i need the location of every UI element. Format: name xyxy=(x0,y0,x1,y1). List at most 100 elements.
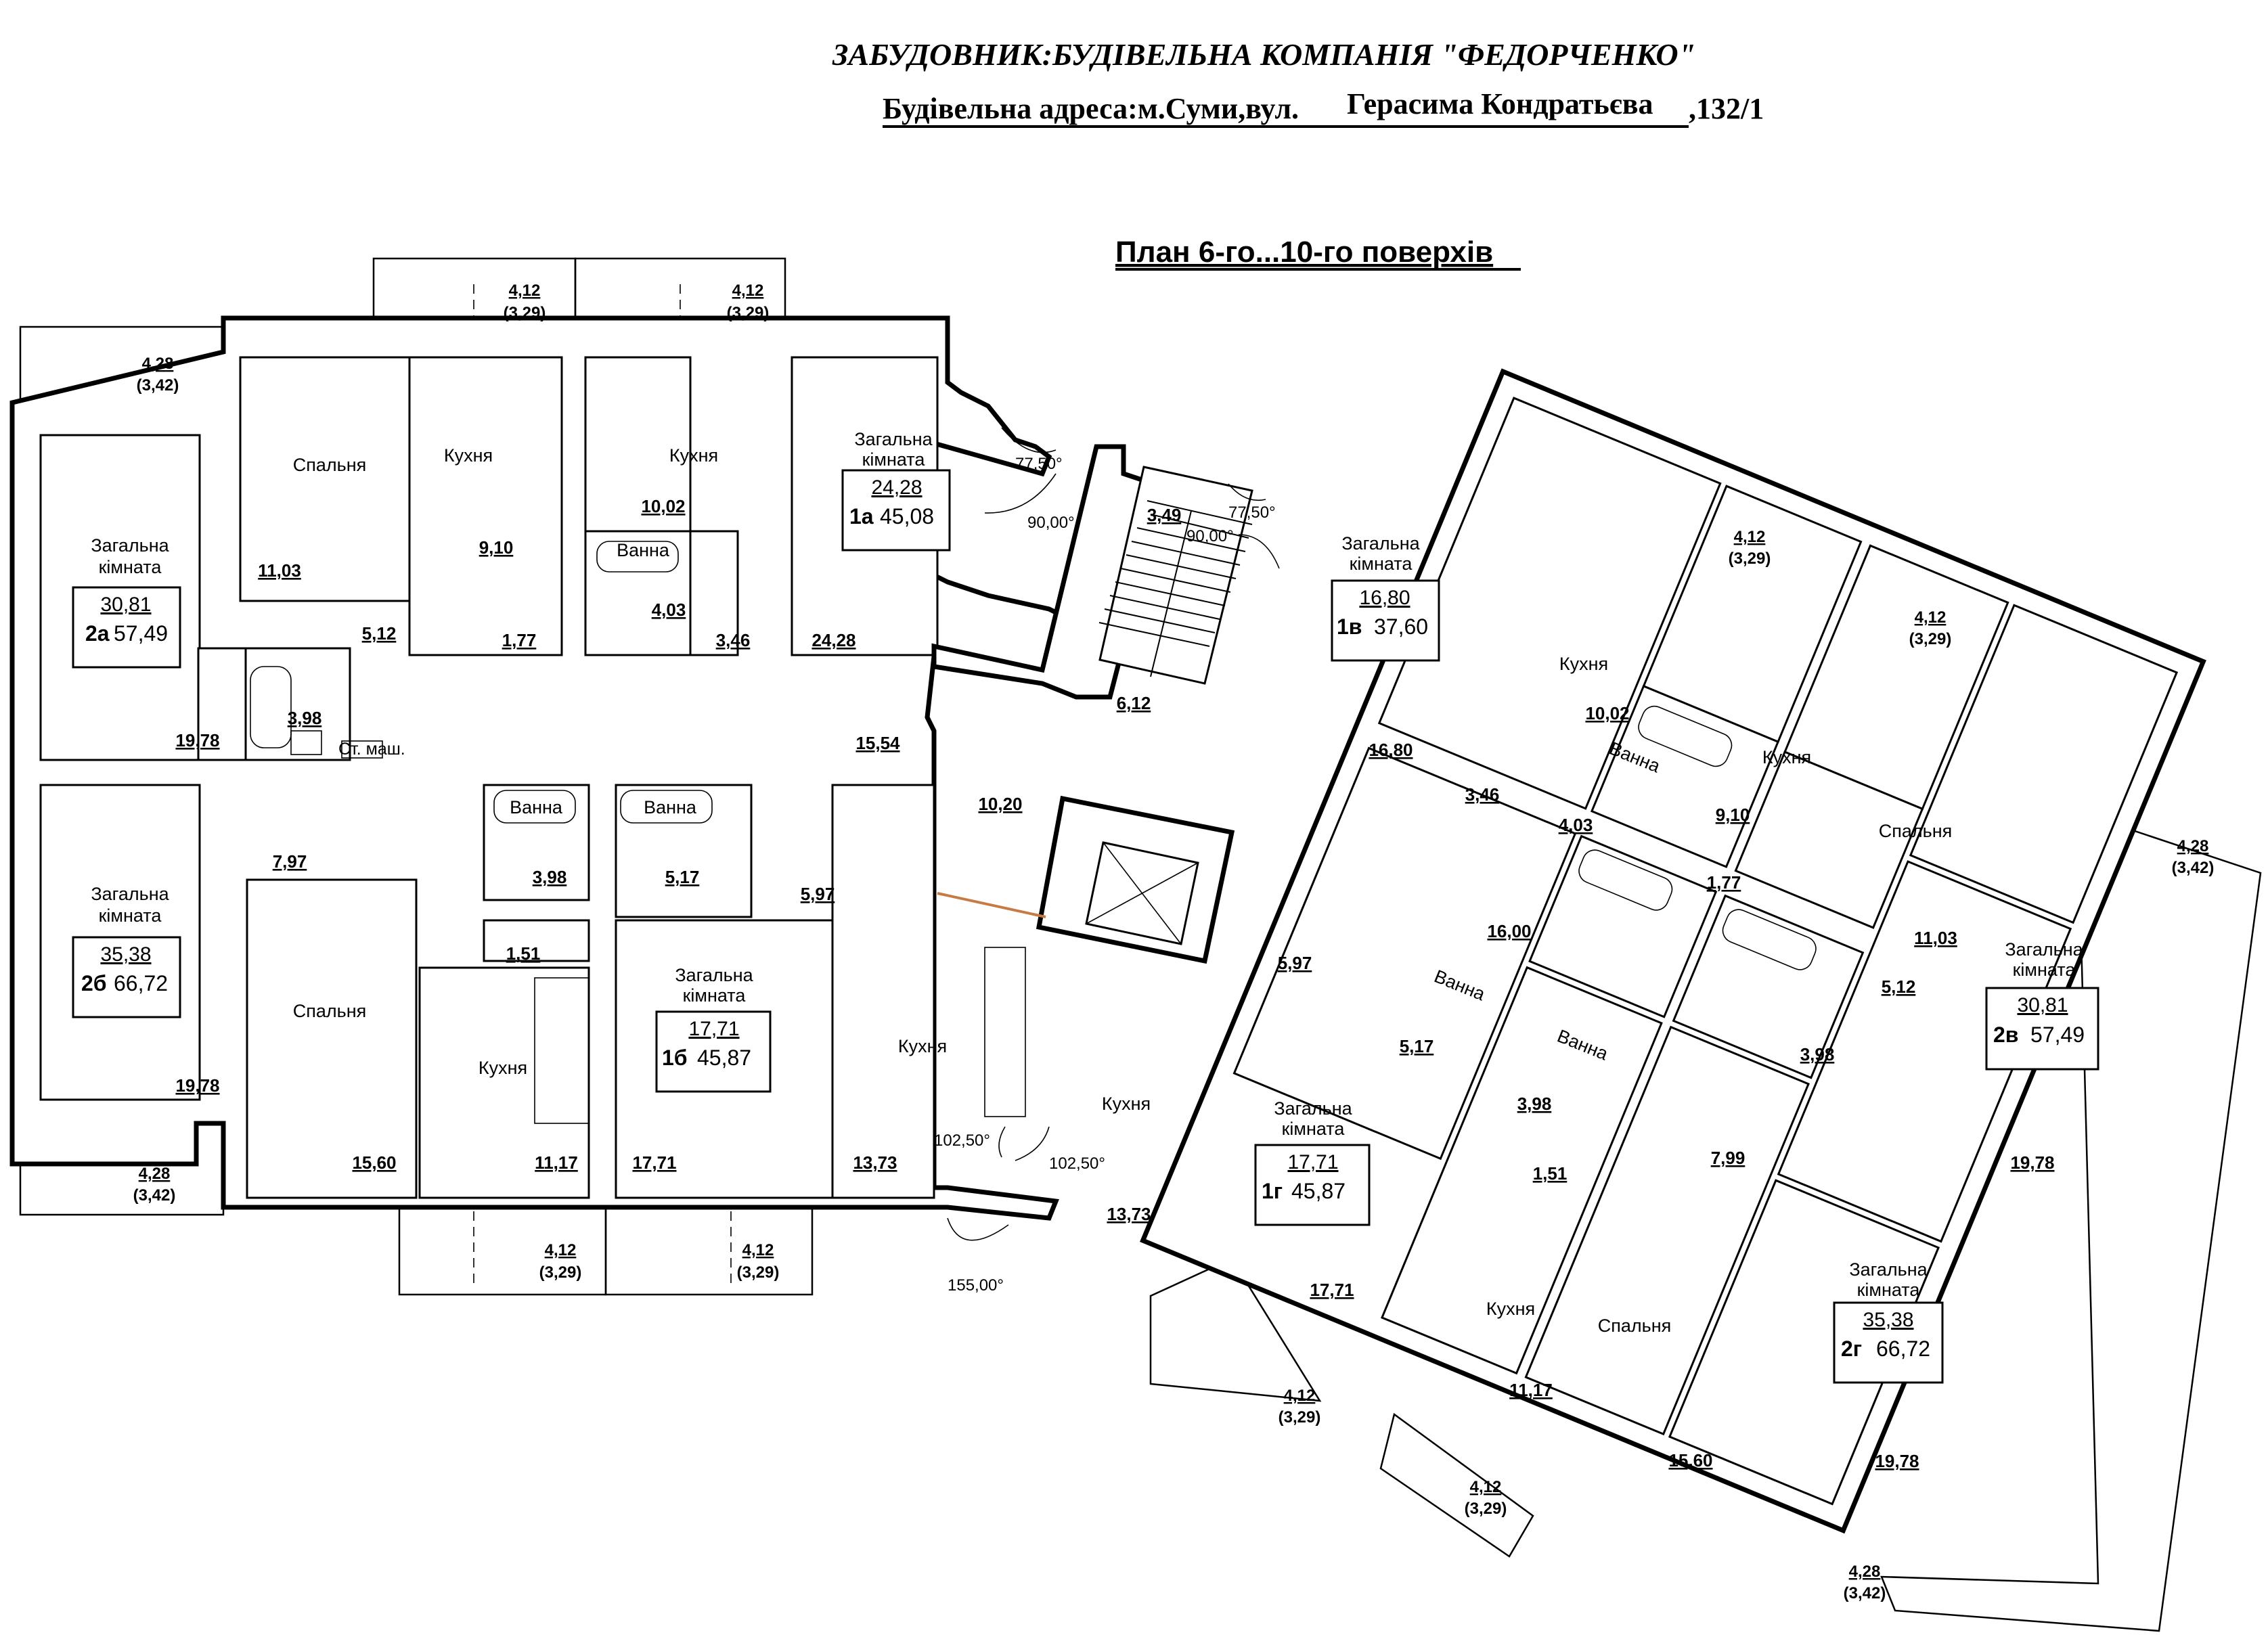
kitchen-label: Кухня xyxy=(479,1058,527,1078)
apt-total-area: 45,87 xyxy=(697,1046,751,1070)
room-area: 4,03 xyxy=(652,600,686,620)
apt-id: 2а xyxy=(85,621,110,646)
apartment-2a: Ст. маш. xyxy=(39,356,411,761)
apt-id: 1в xyxy=(1337,614,1362,639)
apt-living-area: 16,80 xyxy=(1359,587,1410,609)
living-room-label-1: Загальна xyxy=(91,884,169,904)
room-area: 5,17 xyxy=(665,867,700,887)
room-area: 3,46 xyxy=(716,630,751,650)
room-area: 1,77 xyxy=(502,630,537,650)
kitchen-label: Кухня xyxy=(1559,654,1608,674)
room-area: 13,73 xyxy=(853,1152,897,1173)
room-area: 19,78 xyxy=(2010,1152,2054,1173)
balcony-area: 4,12 xyxy=(742,1241,774,1259)
room-area-labels: 11,03 9,10 10,02 4,03 5,12 1,77 3,46 24,… xyxy=(175,496,2054,1471)
apt-living-area: 24,28 xyxy=(871,476,922,499)
room-labels: Загальна кімната Загальна кімната Загаль… xyxy=(91,429,2083,1336)
apt-living-area: 30,81 xyxy=(2017,994,2068,1016)
angle-label: 102,50° xyxy=(1049,1154,1105,1173)
room-area: 19,78 xyxy=(175,1075,219,1096)
room-area: 19,78 xyxy=(175,730,219,750)
room-area: 3,49 xyxy=(1147,505,1182,525)
apt-id: 1б xyxy=(662,1046,688,1070)
angle-label: 102,50° xyxy=(934,1131,990,1150)
apt-living-area: 35,38 xyxy=(100,943,151,966)
living-room-label-1: Загальна xyxy=(675,965,753,985)
angle-label: 155,00° xyxy=(948,1276,1004,1295)
room-area: 11,03 xyxy=(1914,928,1957,948)
room-area: 1,51 xyxy=(1533,1163,1567,1184)
apt-living-area: 17,71 xyxy=(1287,1151,1338,1173)
developer-title: ЗАБУДОВНИК:БУДІВЕЛЬНА КОМПАНІЯ "ФЕДОРЧЕН… xyxy=(832,37,1695,72)
apt-total-area: 66,72 xyxy=(1876,1337,1930,1361)
address-street: Герасима Кондратьєва xyxy=(1347,87,1653,120)
balcony-area: 4,12 xyxy=(1915,608,1947,627)
apt-id: 1г xyxy=(1262,1179,1283,1203)
room-area: 3,98 xyxy=(533,867,567,887)
balcony-area: 4,12 xyxy=(1284,1387,1316,1405)
living-room-label-2: кімната xyxy=(99,905,162,926)
apt-living-area: 17,71 xyxy=(688,1018,739,1040)
room-area: 3,46 xyxy=(1465,784,1500,805)
living-room-label-2: кімната xyxy=(1350,554,1413,574)
room-area: 4,03 xyxy=(1559,815,1593,835)
room-area: 3,98 xyxy=(1800,1044,1835,1064)
living-room-label-1: Загальна xyxy=(1341,533,1420,554)
address-label: Будівельна адреса:м.Суми,вул. xyxy=(883,92,1299,125)
apt-total-area: 45,08 xyxy=(880,504,934,529)
balcony-area: 4,28 xyxy=(1849,1563,1881,1581)
balcony-area: 4,28 xyxy=(142,355,174,373)
room-area: 11,17 xyxy=(535,1152,578,1173)
room-area: 15,60 xyxy=(1668,1450,1712,1470)
kitchen-label: Кухня xyxy=(444,445,493,466)
kitchen-label: Кухня xyxy=(1102,1094,1151,1114)
angle-label: 90,00° xyxy=(1186,527,1234,545)
balcony-area: 4,12 xyxy=(1470,1478,1502,1496)
apt-total-area: 66,72 xyxy=(114,971,168,995)
apt-total-area: 37,60 xyxy=(1374,614,1428,639)
room-area: 5,97 xyxy=(1278,953,1312,973)
stair-core xyxy=(931,444,1253,964)
bath-label: Ванна xyxy=(644,797,697,817)
living-room-label-1: Загальна xyxy=(2005,939,2083,960)
living-room-label-1: Загальна xyxy=(854,429,933,449)
balcony-reduced: (3,29) xyxy=(539,1263,582,1282)
apartment-boxes: 30,81 2а 57,49 24,28 1а 45,08 35,38 2б 6… xyxy=(72,469,2099,1384)
washer-label: Ст. маш. xyxy=(338,740,405,759)
balcony-reduced: (3,42) xyxy=(1844,1584,1886,1602)
room-area: 16,80 xyxy=(1369,740,1413,760)
room-area: 17,71 xyxy=(1310,1280,1354,1300)
balcony-area: 4,12 xyxy=(1734,528,1766,546)
balcony-area: 4,28 xyxy=(139,1165,171,1183)
bedroom-label: Спальня xyxy=(1879,821,1953,841)
apartment-2b xyxy=(39,784,590,1199)
room-area: 16,00 xyxy=(1487,921,1531,941)
room-area: 1,51 xyxy=(506,943,541,964)
apt-total-area: 45,87 xyxy=(1291,1179,1346,1203)
room-area: 5,12 xyxy=(362,623,397,644)
angle-label: 90,00° xyxy=(1027,514,1075,532)
living-room-label-2: кімната xyxy=(683,985,747,1006)
apt-id: 2б xyxy=(81,971,107,995)
apt-id: 1а xyxy=(849,504,874,529)
room-area: 10,02 xyxy=(1585,703,1629,723)
balcony-reduced: (3,42) xyxy=(137,376,179,395)
angle-label: 77,50° xyxy=(1015,455,1063,473)
room-area: 10,02 xyxy=(641,496,685,516)
living-room-label-1: Загальна xyxy=(1274,1098,1352,1119)
apt-id: 2в xyxy=(1993,1023,2018,1047)
apartment-1b xyxy=(615,784,1026,1199)
balcony-reduced: (3,29) xyxy=(1729,549,1771,568)
living-room-label-2: кімната xyxy=(99,557,162,577)
living-room-label-2: кімната xyxy=(1857,1280,1921,1300)
room-area: 6,12 xyxy=(1117,693,1151,713)
plan-title: План 6-го...10-го поверхів xyxy=(1115,235,1493,269)
right-wing xyxy=(1140,368,2206,1534)
living-room-label-2: кімната xyxy=(2013,960,2076,980)
apt-id: 2г xyxy=(1841,1337,1862,1361)
room-area: 5,12 xyxy=(1882,976,1916,997)
room-area: 5,17 xyxy=(1400,1036,1434,1056)
balcony-area: 4,12 xyxy=(545,1241,577,1259)
address-number: ,132/1 xyxy=(1689,92,1764,125)
balcony-area: 4,12 xyxy=(732,282,764,300)
